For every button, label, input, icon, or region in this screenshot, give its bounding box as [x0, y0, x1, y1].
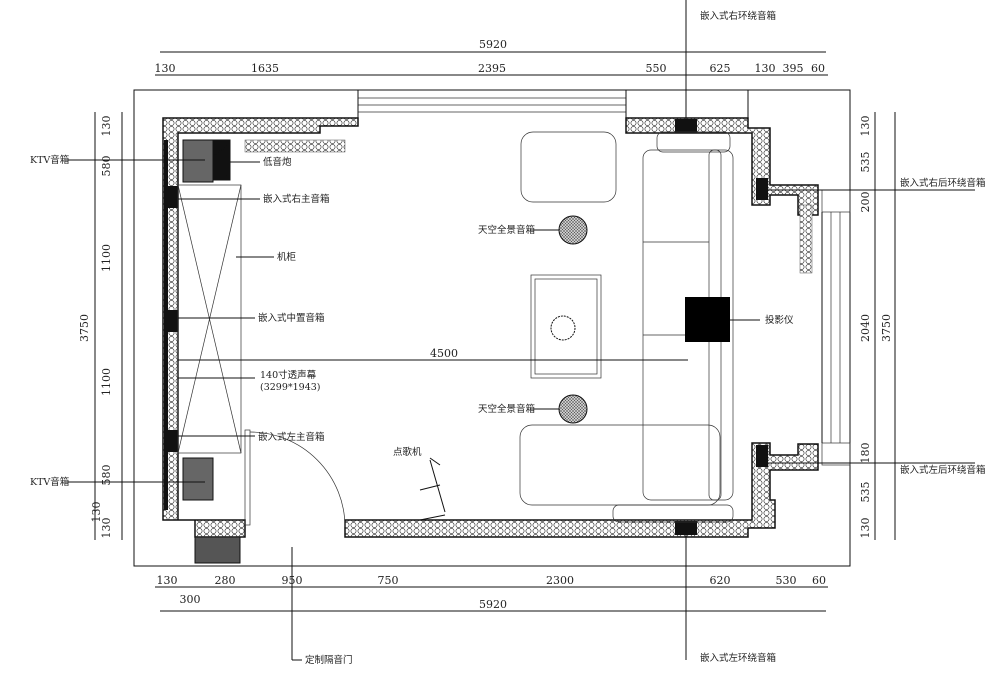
- leader-lines: [65, 0, 975, 661]
- label-left-main: 嵌入式左主音箱: [258, 431, 325, 443]
- dim: 130: [155, 62, 176, 75]
- dim: 130: [100, 116, 113, 137]
- dim: 180: [859, 443, 872, 464]
- label-projector: 投影仪: [765, 314, 794, 326]
- dim: 2040: [859, 314, 872, 342]
- dim: 550: [646, 62, 667, 75]
- label-cabinet: 机柜: [277, 251, 297, 263]
- label-screen-size: (3299*1943): [260, 382, 321, 393]
- label-ktv-top: KTV音箱: [30, 154, 69, 166]
- right-dimensions: 130 535 200 2040 180 535 130 3750: [859, 112, 896, 540]
- dim: 60: [811, 62, 825, 75]
- wall-speakers: [164, 119, 768, 535]
- av-cabinet: [177, 184, 242, 454]
- bottom-dimensions: 130 280 950 750 2300 620 530 60 300 5920: [155, 574, 828, 612]
- dim: 1100: [100, 368, 113, 396]
- karaoke-stand: [419, 459, 446, 521]
- top-dimensions: 5920 130 1635 2395 550 625 130 395 60: [155, 38, 828, 76]
- label-subwoofer: 低音炮: [263, 156, 292, 168]
- dim: 60: [812, 574, 826, 587]
- dim: 130: [755, 62, 776, 75]
- coffee-table: [530, 274, 602, 379]
- dim: 580: [100, 465, 113, 486]
- outer-wall: [133, 89, 851, 567]
- right-surround-speaker: [675, 119, 697, 133]
- dim: 1100: [100, 244, 113, 272]
- ktv-speaker-top: [182, 139, 214, 183]
- label-sky-bottom: 天空全景音箱: [478, 403, 535, 415]
- dim-top-total: 5920: [479, 38, 507, 51]
- label-right-main: 嵌入式右主音箱: [263, 193, 330, 205]
- dim: 200: [859, 192, 872, 213]
- dim: 130: [157, 574, 178, 587]
- dim: 580: [100, 156, 113, 177]
- dim: 395: [783, 62, 804, 75]
- soundproof-door: [244, 429, 346, 528]
- label-left-rear: 嵌入式左后环绕音箱: [900, 464, 986, 476]
- label-ktv-bottom: KTV音箱: [30, 476, 69, 488]
- dim: 300: [180, 593, 201, 606]
- dim: 535: [859, 152, 872, 173]
- subwoofer: [212, 139, 231, 181]
- label-right-rear: 嵌入式右后环绕音箱: [900, 177, 986, 189]
- top-window: [357, 90, 749, 128]
- sky-speaker-top: [558, 215, 588, 245]
- dim: 2300: [546, 574, 574, 587]
- dim: 750: [378, 574, 399, 587]
- dim: 130: [859, 518, 872, 539]
- dim: 130: [100, 518, 113, 539]
- left-rear-speaker: [756, 445, 768, 467]
- label-left-surround: 嵌入式左环绕音箱: [700, 652, 776, 664]
- label-center: 嵌入式中置音箱: [258, 312, 325, 324]
- dim-bottom-total: 5920: [479, 598, 507, 611]
- callouts: KTV音箱 低音炮 嵌入式右主音箱 机柜 嵌入式中置音箱 140寸透声幕 (32…: [30, 10, 986, 666]
- sky-speaker-bottom: [558, 394, 588, 424]
- ktv-speaker-bottom: [182, 457, 214, 501]
- right-rear-speaker: [756, 178, 768, 200]
- dim: 625: [710, 62, 731, 75]
- projector: [685, 297, 730, 342]
- dim: 530: [776, 574, 797, 587]
- dim: 535: [859, 482, 872, 503]
- dim-left-total: 3750: [78, 314, 91, 342]
- plant: [550, 315, 576, 341]
- label-right-surround: 嵌入式右环绕音箱: [700, 10, 776, 22]
- left-dimensions: 130 580 1100 1100 580 130 130 3750: [78, 112, 123, 540]
- right-window: [799, 189, 851, 466]
- insulated-walls: [162, 117, 819, 538]
- label-door: 定制隔音门: [305, 654, 353, 666]
- label-screen: 140寸透声幕: [260, 369, 317, 381]
- curtain: [244, 139, 346, 153]
- dim: 130: [859, 116, 872, 137]
- label-sky-top: 天空全景音箱: [478, 224, 535, 236]
- dim: 280: [215, 574, 236, 587]
- left-surround-speaker: [675, 521, 697, 535]
- dim: 130: [90, 502, 103, 523]
- label-karaoke: 点歌机: [393, 446, 422, 458]
- dim-right-total: 3750: [880, 314, 893, 342]
- dim: 1635: [251, 62, 279, 75]
- dim: 2395: [478, 62, 506, 75]
- dim: 620: [710, 574, 731, 587]
- label-screen-width: 4500: [430, 347, 458, 360]
- door-block: [194, 536, 241, 564]
